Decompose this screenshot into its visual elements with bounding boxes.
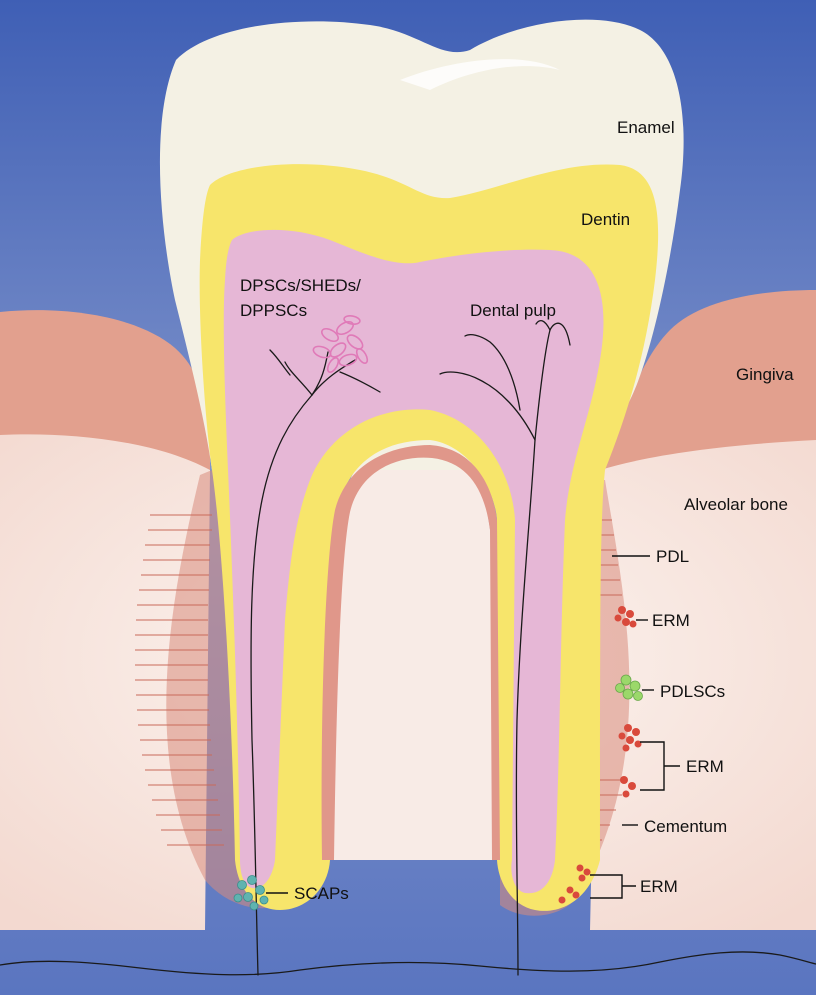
label-dental-pulp: Dental pulp xyxy=(470,301,556,320)
label-alveolar-bone: Alveolar bone xyxy=(684,495,788,514)
label-stem-cells-line1: DPSCs/SHEDs/ xyxy=(240,276,361,295)
label-cementum: Cementum xyxy=(644,817,727,836)
label-pdlscs: PDLSCs xyxy=(660,682,725,701)
label-erm-3: ERM xyxy=(640,877,678,896)
label-enamel: Enamel xyxy=(617,118,675,137)
label-erm-1: ERM xyxy=(652,611,690,630)
label-erm-2: ERM xyxy=(686,757,724,776)
label-gingiva: Gingiva xyxy=(736,365,794,384)
label-stem-cells-line2: DPPSCs xyxy=(240,301,307,320)
label-pdl: PDL xyxy=(656,547,689,566)
label-scaps: SCAPs xyxy=(294,884,349,903)
label-dentin: Dentin xyxy=(581,210,630,229)
